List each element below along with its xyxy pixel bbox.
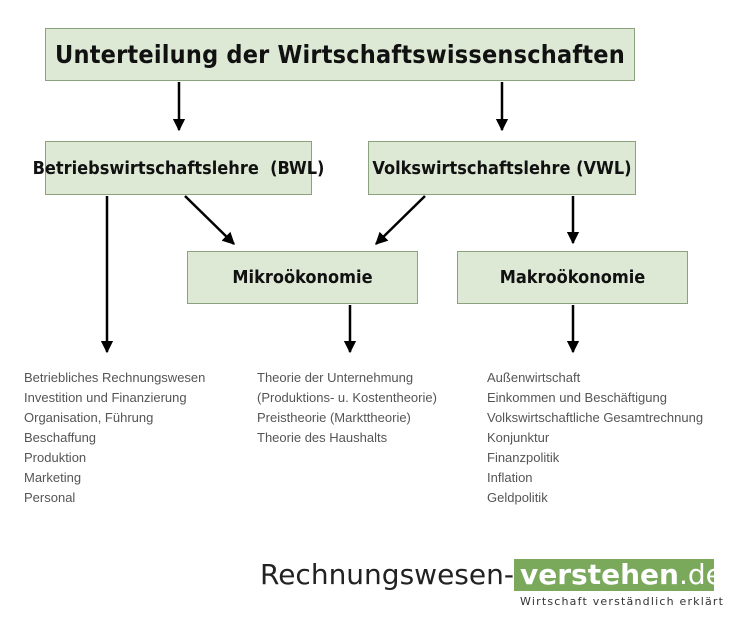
mikro-topic-list: Theorie der Unternehmung (Produktions- u… — [257, 368, 437, 448]
list-item: Theorie des Haushalts — [257, 430, 388, 445]
list-item: Inflation — [487, 470, 533, 485]
list-item: Einkommen und Beschäftigung — [487, 390, 667, 405]
list-item: Geldpolitik — [487, 490, 548, 505]
arrow-bwl-to-mikro — [184, 195, 235, 245]
list-item: Außenwirtschaft — [487, 370, 581, 385]
bwl-topic-list: Betriebliches Rechnungswesen Investition… — [24, 368, 205, 508]
list-item: Finanzpolitik — [487, 450, 560, 465]
list-item: Preistheorie (Markttheorie) — [257, 410, 411, 425]
logo-text-strong: verstehen — [520, 558, 679, 591]
logo-green-box: verstehen.de — [514, 558, 723, 591]
bwl-box: Betriebswirtschaftslehre (BWL) — [33, 141, 324, 195]
logo-text-left: Rechnungswesen- — [260, 558, 514, 591]
logo-tagline: Wirtschaft verständlich erklärt — [520, 595, 725, 608]
list-item: Investition und Finanzierung — [24, 390, 187, 405]
list-item: Organisation, Führung — [24, 410, 154, 425]
mikro-box: Mikroökonomie — [187, 251, 418, 304]
logo-text-domain: .de — [678, 558, 723, 591]
makro-topic-list: Außenwirtschaft Einkommen und Beschäftig… — [487, 368, 703, 508]
vwl-text: Volkswirtschaftslehre (VWL) — [372, 157, 632, 179]
list-item: Produktion — [24, 450, 87, 465]
list-item: Marketing — [24, 470, 82, 485]
list-item: Personal — [24, 490, 76, 505]
makro-text: Makroökonomie — [499, 267, 646, 288]
list-item: Beschaffung — [24, 430, 97, 445]
arrow-vwl-to-mikro — [375, 195, 426, 245]
makro-box: Makroökonomie — [457, 251, 688, 304]
list-item: Betriebliches Rechnungswesen — [24, 370, 206, 385]
list-item: Theorie der Unternehmung — [257, 370, 414, 385]
vwl-box: Volkswirtschaftslehre (VWL) — [368, 141, 636, 195]
list-item: Volkswirtschaftliche Gesamtrechnung — [487, 410, 704, 425]
list-item: Konjunktur — [487, 430, 550, 445]
bwl-text: Betriebswirtschaftslehre (BWL) — [32, 157, 325, 179]
list-item: (Produktions- u. Kostentheorie) — [257, 390, 437, 405]
title-box: Unterteilung der Wirtschaftswissenschaft… — [45, 28, 635, 81]
mikro-text: Mikroökonomie — [232, 267, 373, 288]
title-text: Unterteilung der Wirtschaftswissenschaft… — [55, 40, 625, 69]
